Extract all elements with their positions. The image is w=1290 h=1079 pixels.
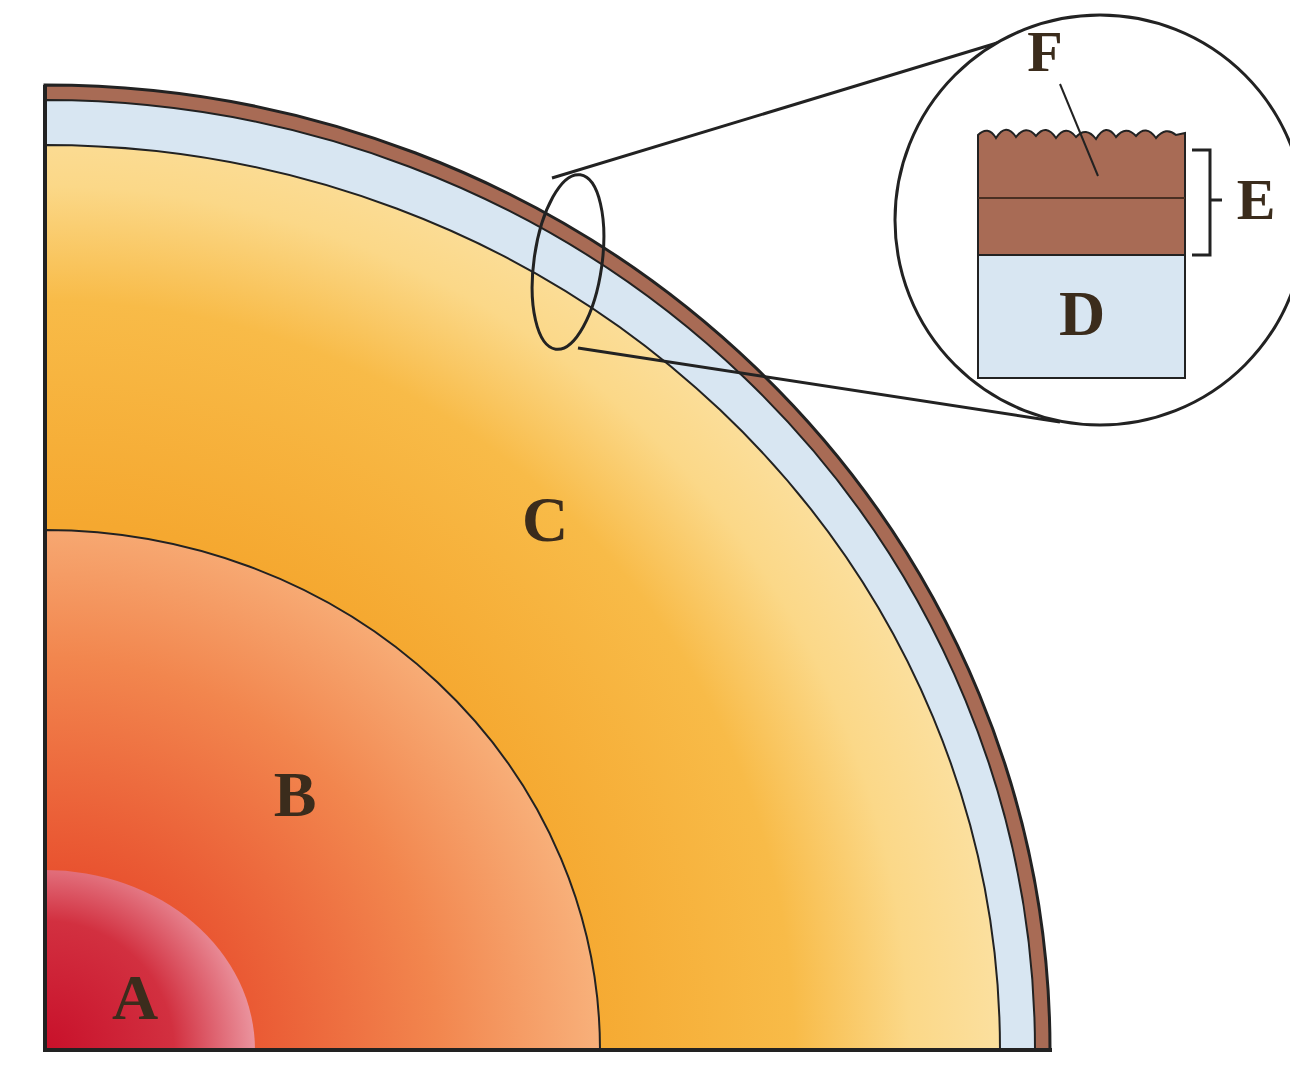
crust-block	[978, 130, 1185, 255]
layer-letter: A	[112, 966, 158, 1030]
leader-line	[1060, 84, 1098, 176]
inset-section	[978, 84, 1222, 378]
upper-mantle-layer	[45, 100, 1035, 1050]
zoom-ellipse	[522, 170, 614, 354]
edge-line	[43, 1048, 1052, 1052]
inner-core-layer	[45, 870, 255, 1050]
edge-line	[43, 85, 47, 1052]
layer-letter: E	[1237, 171, 1276, 229]
zoom-circle	[895, 15, 1290, 425]
layer-letter: C	[522, 488, 568, 552]
bracket	[1192, 150, 1222, 255]
mantle-layer	[45, 145, 1000, 1050]
layer-letter: B	[274, 763, 317, 827]
mantle-block	[978, 255, 1185, 378]
layer-letter: D	[1059, 282, 1105, 346]
crust-boundary	[978, 197, 1185, 199]
layer-letter: F	[1027, 23, 1062, 81]
outer-core-layer	[45, 530, 600, 1050]
